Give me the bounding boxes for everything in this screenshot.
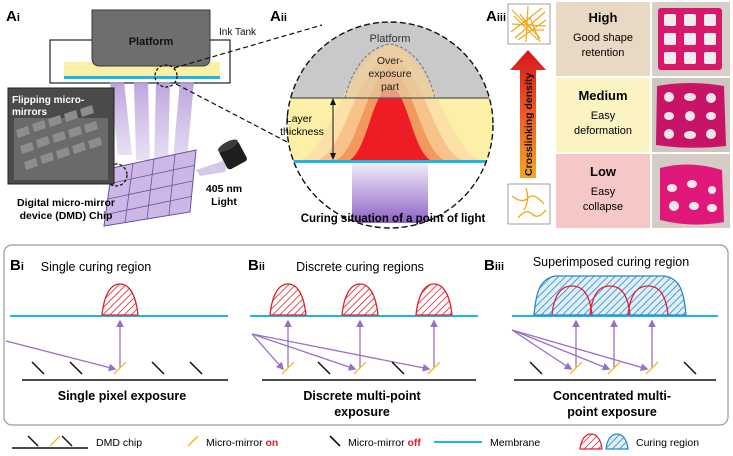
panel-label-aii: Aii	[270, 8, 287, 25]
level-desc-medium-1: Easy	[591, 110, 616, 122]
panel-label-aiii: Aiii	[486, 8, 506, 25]
level-box-low	[556, 154, 650, 228]
light-source-icon	[218, 139, 247, 170]
panel-aiii: Aiii Crosslinking density High Good shap…	[486, 2, 730, 228]
level-box-medium	[556, 78, 650, 152]
density-label: Crosslinking density	[523, 73, 535, 176]
zoom-line-bottom	[175, 83, 292, 145]
biii-light-rays	[511, 319, 656, 372]
bii-light-rays	[251, 319, 438, 372]
aii-platform-label: Platform	[370, 33, 411, 45]
level-title-low: Low	[590, 164, 617, 179]
legend-curing-label: Curing region	[636, 437, 699, 449]
level-box-high	[556, 2, 650, 76]
bii-caption-line1: Discrete multi-point	[303, 389, 421, 403]
legend-membrane-label: Membrane	[490, 437, 540, 449]
biii-mirrors	[529, 361, 697, 375]
loose-network-strands	[511, 187, 547, 219]
dense-network-strands	[510, 5, 547, 43]
legend-mirror-off-label: Micro-mirror off	[348, 437, 421, 449]
bi-mirrors	[31, 361, 203, 375]
legend-curing-blue-icon	[605, 433, 629, 450]
light-cone	[196, 158, 230, 176]
panel-bii: Bii Discrete curing regions Discrete mul…	[248, 257, 478, 419]
panel-aii: Aii Platform Over- exposure part Layer t…	[270, 8, 494, 229]
overexposure-line3: part	[381, 81, 399, 93]
panel-label-bi: Bi	[10, 257, 24, 274]
panel-biii: Biii Superimposed curing region Concentr…	[484, 255, 718, 419]
overexposure-zone	[344, 43, 436, 99]
sample-photo-low	[652, 154, 730, 228]
panel-label-bii: Bii	[248, 257, 265, 274]
biii-caption-line1: Concentrated multi-	[553, 389, 671, 403]
level-title-high: High	[589, 10, 618, 25]
tank-membrane	[64, 76, 220, 79]
panel-ai: Ai Ink Tank Platform	[6, 8, 257, 227]
light-label-line1: 405 nm	[206, 183, 242, 195]
overexposure-line2: exposure	[368, 68, 411, 80]
legend-mirror-on-icon	[187, 435, 199, 447]
zoom-circle	[286, 21, 494, 229]
level-title-medium: Medium	[578, 88, 627, 103]
light-label-line2: Light	[211, 196, 237, 208]
bii-curing-region	[415, 283, 453, 316]
legend-curing-red-icon	[579, 433, 603, 450]
platform-label: Platform	[129, 36, 174, 48]
platform	[91, 9, 211, 67]
panel-label-ai: Ai	[6, 8, 20, 25]
bi-light-in	[5, 340, 117, 372]
density-arrow	[510, 50, 546, 178]
sample-photo-high	[652, 2, 730, 76]
biii-title: Superimposed curing region	[533, 255, 689, 269]
level-desc-low-1: Easy	[591, 186, 616, 198]
mirror-tiles	[14, 105, 108, 180]
bii-mirrors	[281, 361, 441, 375]
bi-title: Single curing region	[41, 260, 152, 274]
light-beam	[154, 82, 170, 165]
legend-mirror-on-label: Micro-mirror on	[206, 437, 278, 449]
ink-tank-label: Ink Tank	[219, 27, 257, 38]
overexposure-line1: Over-	[377, 55, 404, 67]
light-beam	[172, 82, 194, 170]
sample-photo-medium	[652, 78, 730, 152]
legend-dmd-chip-label: DMD chip	[96, 437, 142, 449]
legend-dmd-chip-icon	[12, 435, 88, 449]
bii-title: Discrete curing regions	[296, 260, 424, 274]
inset-label-line1: Flipping micro-	[12, 95, 84, 106]
bii-caption-line2: exposure	[334, 405, 390, 419]
zoom-marker	[154, 64, 178, 88]
inset-label-line2: mirrors	[12, 107, 47, 118]
dmd-chip	[103, 149, 197, 227]
level-desc-medium-2: deformation	[574, 125, 632, 137]
layer-label-line1: Layer	[286, 113, 313, 125]
panel-label-biii: Biii	[484, 257, 504, 274]
cure-core	[350, 86, 430, 160]
bi-curing-region	[101, 283, 139, 316]
light-beam	[110, 82, 132, 155]
dmd-grid	[105, 154, 195, 223]
panel-bi: Bi Single curing region Single pixel exp…	[5, 257, 228, 403]
biii-caption-line2: point exposure	[567, 405, 657, 419]
level-desc-high-1: Good shape	[573, 32, 633, 44]
loose-network-icon	[507, 183, 551, 225]
aii-membrane	[287, 160, 493, 163]
legend: DMD chip Micro-mirror on Micro-mirror of…	[12, 433, 699, 450]
bii-curing-region	[269, 283, 307, 316]
aii-caption: Curing situation of a point of light	[301, 213, 486, 225]
level-desc-high-2: retention	[582, 47, 625, 59]
dmd-label-line1: Digital micro-mirror	[17, 197, 115, 209]
light-beam	[134, 82, 150, 160]
zoom-line-top	[173, 24, 323, 69]
layer-label-line2: thickness	[280, 126, 324, 138]
dmd-label-line2: device (DMD) Chip	[20, 210, 113, 222]
level-desc-low-2: collapse	[583, 201, 623, 213]
dmd-zoom-marker	[104, 163, 128, 187]
legend-mirror-off-icon	[329, 435, 341, 447]
biii-curing-subregions	[551, 285, 669, 316]
aii-light	[352, 163, 428, 223]
bii-curing-region	[341, 283, 379, 316]
bi-caption: Single pixel exposure	[58, 389, 187, 403]
